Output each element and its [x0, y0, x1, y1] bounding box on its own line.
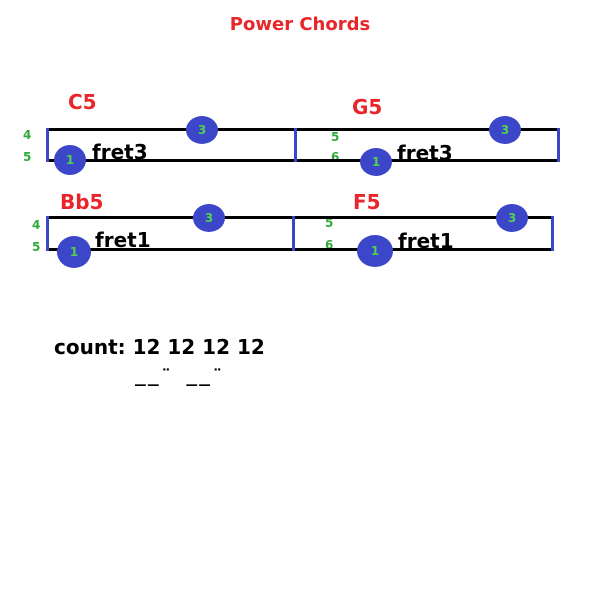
finger-dot-1: 1 [54, 145, 86, 175]
count-text: count: 12 12 12 12 [54, 335, 265, 359]
string-number: 6 [325, 238, 334, 252]
string-number: 5 [23, 150, 32, 164]
string-number: 5 [331, 130, 340, 144]
finger-dot-3: 3 [496, 204, 528, 232]
fret-bar [294, 128, 297, 162]
chord-name-c5: C5 [68, 90, 97, 114]
chord-name-f5: F5 [353, 190, 381, 214]
string-number: 5 [325, 216, 334, 230]
finger-dot-1: 1 [57, 236, 91, 268]
chord-name-bb5: Bb5 [60, 190, 104, 214]
string-number: 4 [32, 218, 41, 232]
finger-dot-3: 3 [489, 116, 521, 144]
page-title: Power Chords [229, 14, 371, 35]
fret-bar [292, 216, 295, 251]
string-number: 6 [331, 150, 340, 164]
fret-label-c5: fret3 [92, 140, 148, 164]
fret-bar [46, 128, 49, 162]
chord-name-g5: G5 [352, 95, 383, 119]
fret-bar [46, 216, 49, 251]
rhythm-marks: __¨ __¨ [135, 366, 225, 387]
finger-dot-3: 3 [186, 116, 218, 144]
string-number: 5 [32, 240, 41, 254]
string-line [46, 159, 560, 162]
fret-label-bb5: fret1 [95, 228, 151, 252]
fret-bar [551, 216, 554, 251]
fret-label-f5: fret1 [398, 229, 454, 253]
finger-dot-1: 1 [357, 235, 393, 267]
string-line [46, 216, 554, 219]
string-number: 4 [23, 128, 32, 142]
string-line [46, 128, 560, 131]
finger-dot-1: 1 [360, 148, 392, 176]
string-line [46, 248, 554, 251]
finger-dot-3: 3 [193, 204, 225, 232]
fret-label-g5: fret3 [397, 141, 453, 165]
fret-bar [557, 128, 560, 162]
